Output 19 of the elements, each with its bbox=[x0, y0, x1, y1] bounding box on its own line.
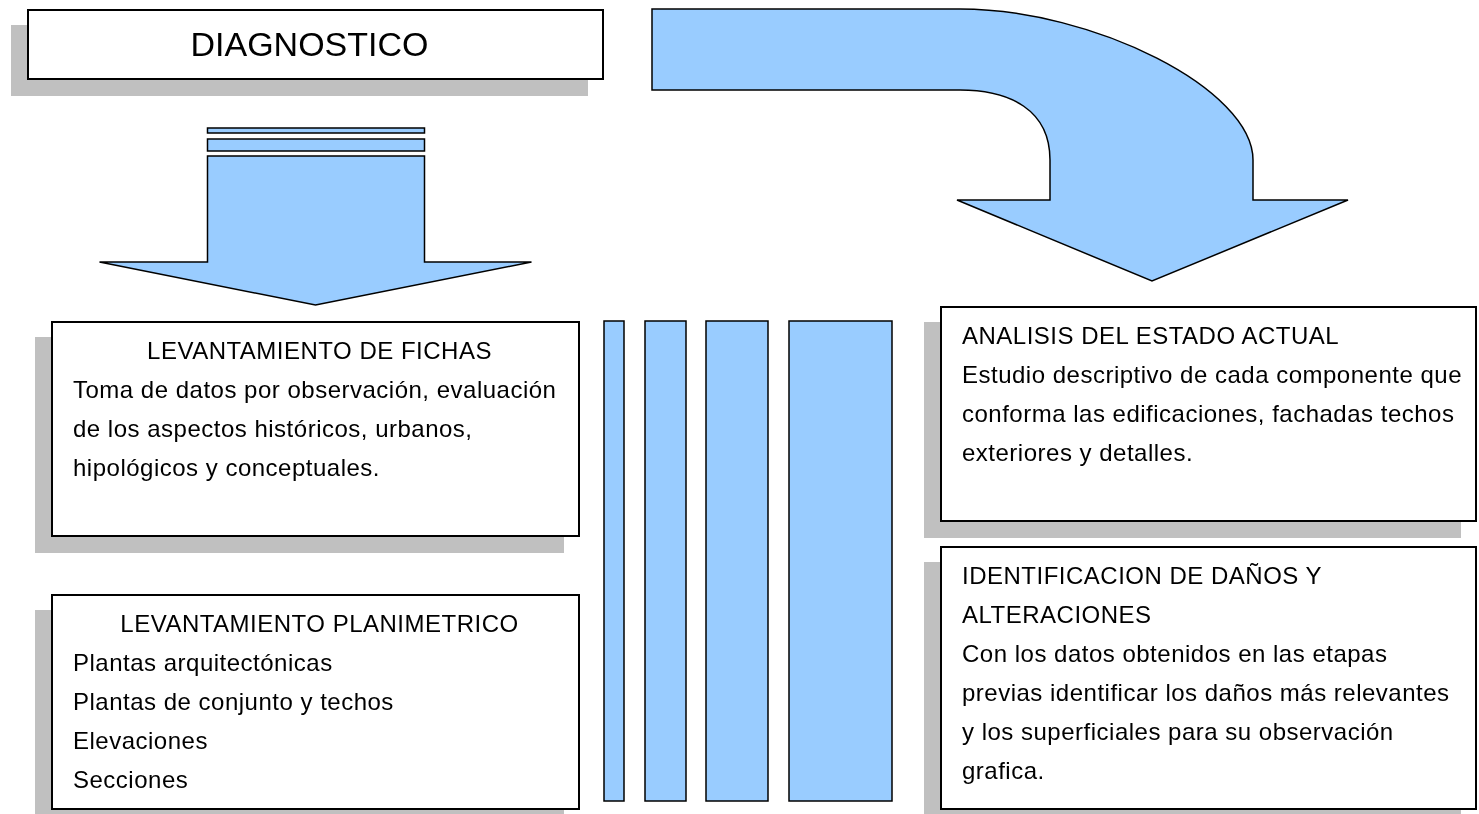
box-title: DIAGNOSTICO bbox=[190, 24, 429, 65]
text-box bbox=[51, 594, 580, 810]
box-text: Estudio descriptivo de cada componente que conforma las edificaciones, fachadas techos exteriores y detalles. bbox=[962, 360, 1463, 468]
box-heading: LEVANTAMIENTO PLANIMETRICO bbox=[119, 609, 520, 639]
text-box bbox=[940, 306, 1477, 522]
box-text: Toma de datos por observación, evaluación de los aspectos históricos, urbanos, hipológicos y conceptuales. bbox=[73, 375, 558, 483]
text-box bbox=[940, 546, 1477, 810]
block-arrow bbox=[98, 127, 533, 306]
box-heading: ANALISIS DEL ESTADO ACTUAL bbox=[962, 321, 1341, 351]
text-box bbox=[51, 321, 580, 537]
box-heading: IDENTIFICACION DE DAÑOS Y ALTERACIONES bbox=[962, 561, 1323, 630]
box-text: Con los datos obtenidos en las etapas previas identificar los daños más relevantes y los superficiales para su observación grafica. bbox=[962, 639, 1451, 786]
block-arrow bbox=[651, 8, 1349, 282]
box-text: Plantas arquitectónicas bbox=[73, 648, 334, 678]
box-text: Secciones bbox=[73, 765, 190, 795]
box-heading: LEVANTAMIENTO DE FICHAS bbox=[146, 336, 493, 366]
box-text: Elevaciones bbox=[73, 726, 209, 756]
box-text: Plantas de conjunto y techos bbox=[73, 687, 395, 717]
text-box bbox=[27, 9, 604, 80]
